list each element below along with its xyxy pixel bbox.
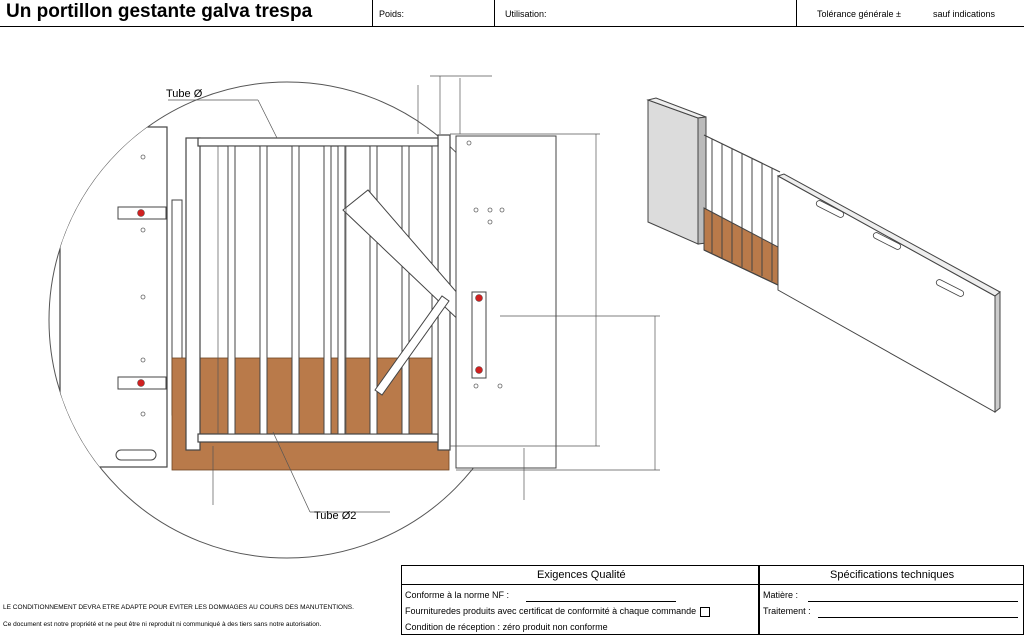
certificat-row: Fournituredes produits avec certificat d…	[405, 606, 711, 617]
left-panel-slot	[115, 449, 157, 461]
tube-top-label: Tube Ø	[166, 88, 203, 100]
tolerance-label: Tolérance générale ±	[817, 9, 901, 19]
poids-cell: Poids:	[372, 0, 494, 26]
tolerance-cell: Tolérance générale ± sauf indications	[796, 0, 1024, 26]
utilisation-cell: Utilisation:	[494, 0, 796, 26]
technical-drawing	[48, 75, 1001, 559]
gate-left-post	[185, 137, 201, 451]
gate-bottom-rail	[197, 433, 439, 443]
certificat-checkbox[interactable]	[700, 606, 711, 617]
matiere-label: Matière :	[763, 590, 799, 600]
quality-title: Exigences Qualité	[537, 569, 626, 581]
traitement-label: Traitement :	[763, 606, 811, 616]
certificat-label: Fournituredes produits avec certificat d…	[405, 606, 697, 616]
quality-box: Exigences Qualité Conforme à la norme NF…	[401, 565, 759, 635]
norme-label: Conforme à la norme NF :	[405, 590, 510, 600]
right-wall-panel	[455, 135, 557, 469]
conditionnement-note: LE CONDITIONNEMENT DEVRA ETRE ADAPTE POU…	[3, 604, 354, 611]
poids-label: Poids:	[379, 9, 405, 19]
tube-bottom-label: Tube Ø2	[314, 510, 357, 522]
isometric-view	[646, 97, 1001, 414]
propriete-note: Ce document est notre propriété et ne pe…	[3, 621, 322, 628]
indications-label: sauf indications	[933, 9, 996, 19]
left-wall-panel	[59, 126, 168, 468]
utilisation-label: Utilisation:	[505, 9, 547, 19]
gate-top-rail	[197, 137, 439, 147]
drawing-title: Un portillon gestante galva trespa	[6, 1, 313, 22]
specs-title: Spécifications techniques	[830, 569, 955, 581]
specs-box: Spécifications techniques Matière : Trai…	[759, 565, 1024, 635]
reception-label: Condition de réception : zéro produit no…	[405, 622, 608, 632]
title-block-header: Un portillon gestante galva trespa Poids…	[0, 0, 1024, 27]
